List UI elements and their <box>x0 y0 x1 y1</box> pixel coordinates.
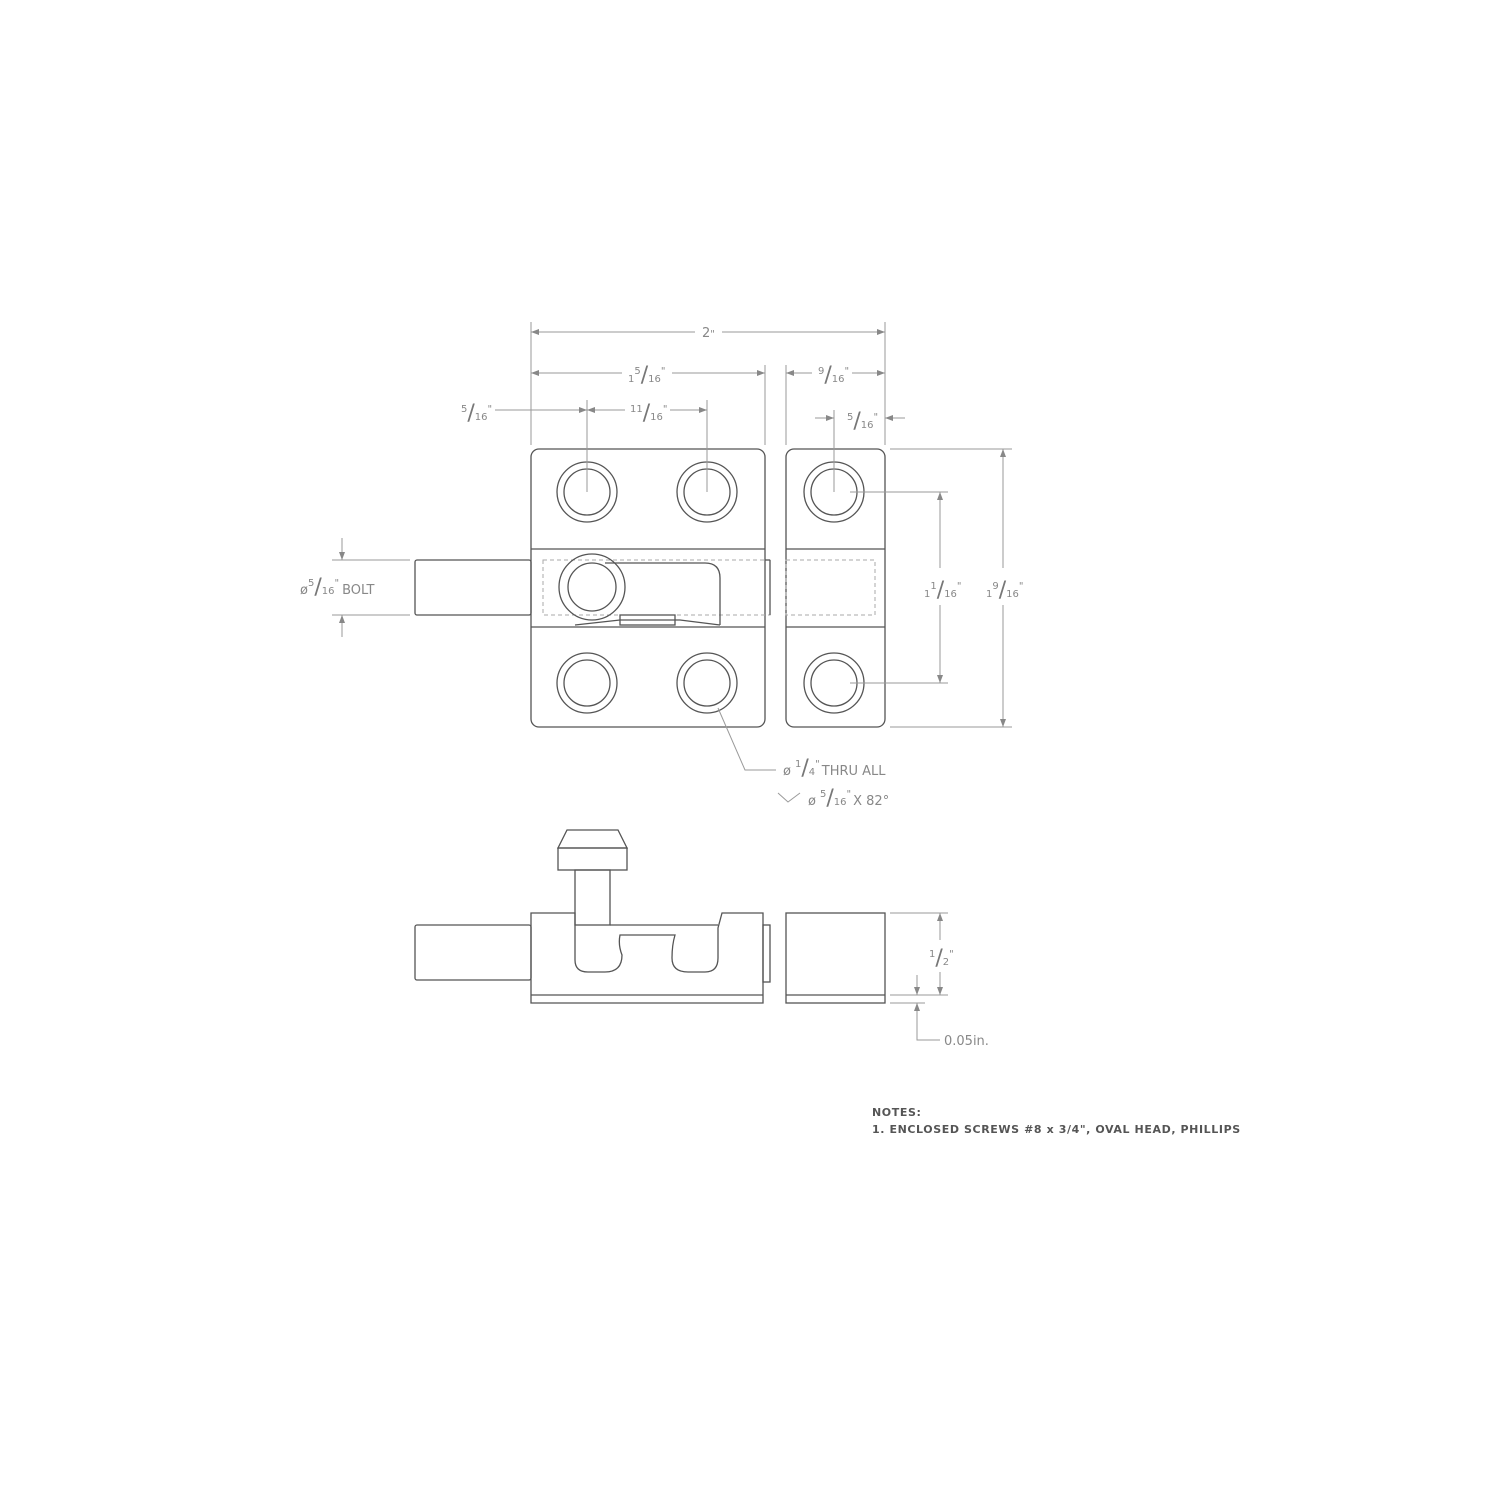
dim-hole-spacing: 11/16" <box>630 401 668 426</box>
countersink-icon <box>777 792 801 803</box>
dim-strike-hole-offset: 5/16" <box>847 409 878 434</box>
latch-body <box>530 912 764 1004</box>
dim-strike-width: 9/16" <box>818 363 849 388</box>
knob <box>558 553 626 621</box>
note-item: 1. ENCLOSED SCREWS #8 x 3/4", OVAL HEAD,… <box>872 1123 1241 1136</box>
dim-strike-hole-spacing: 11/16" <box>924 578 962 603</box>
bolt <box>414 559 532 616</box>
dim-thickness: 1/2" <box>929 946 954 971</box>
notes-heading: NOTES: <box>872 1106 922 1119</box>
strike-plate <box>785 448 886 728</box>
dim-latch-width: 15/16" <box>628 363 666 388</box>
bolt-side <box>414 924 532 981</box>
dimension-labels: 2" 15/16" 9/16" 5/16" 11/16" 5/16" 11/16… <box>300 326 1024 811</box>
dim-base-offset: 0.05in. <box>944 1034 989 1049</box>
dimensions-side <box>890 912 948 1041</box>
side-view <box>414 829 886 1004</box>
dim-overall-height: 19/16" <box>986 578 1024 603</box>
screw-holes <box>556 461 865 714</box>
knob-stem <box>574 869 611 926</box>
dim-bolt-diameter: ø5/16"BOLT <box>300 575 374 600</box>
knob-head <box>556 829 629 849</box>
dimensions-top <box>332 322 1012 771</box>
bolt-slot <box>605 562 721 625</box>
dim-hole-offset-left: 5/16" <box>461 401 492 426</box>
dim-overall-width: 2" <box>702 326 715 341</box>
top-view <box>414 448 886 728</box>
strike-side <box>785 912 886 1004</box>
